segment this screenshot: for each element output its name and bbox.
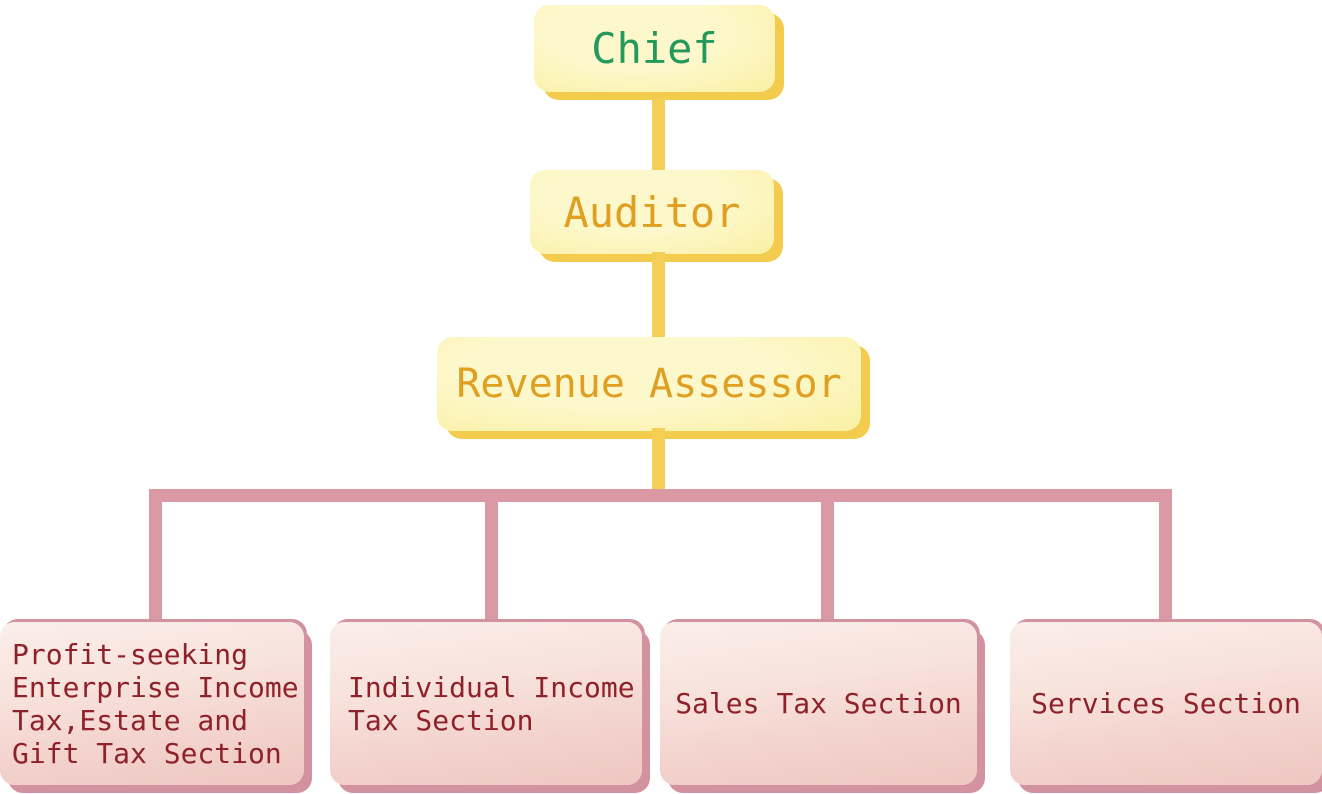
node-chief-label: Chief	[591, 24, 718, 73]
connector-branch-horizontal	[149, 489, 1172, 502]
node-revenue-assessor-label: Revenue Assessor	[456, 361, 842, 407]
connector-drop-section-1	[149, 489, 162, 620]
connector-drop-section-4	[1159, 489, 1172, 620]
section-label: Profit-seeking Enterprise Income Tax,Est…	[12, 637, 299, 770]
node-individual-income-tax-section: Individual Income Tax Section	[330, 622, 642, 785]
node-auditor: Auditor	[530, 170, 774, 254]
node-sales-tax-section: Sales Tax Section	[660, 622, 977, 785]
section-label: Services Section	[1031, 687, 1301, 720]
section-label: Sales Tax Section	[675, 687, 962, 720]
section-label: Individual Income Tax Section	[348, 670, 635, 737]
node-revenue-assessor: Revenue Assessor	[437, 337, 861, 431]
connector-drop-section-3	[821, 489, 834, 620]
node-profit-seeking-enterprise-income-tax-estate-and-gift-tax-section: Profit-seeking Enterprise Income Tax,Est…	[0, 622, 304, 785]
connector-chief-auditor	[652, 98, 665, 172]
node-auditor-label: Auditor	[563, 187, 741, 237]
connector-assessor-branch	[652, 428, 665, 492]
connector-auditor-assessor	[652, 252, 665, 342]
node-services-section: Services Section	[1010, 622, 1322, 785]
connector-drop-section-2	[485, 489, 498, 620]
node-chief: Chief	[534, 5, 775, 92]
